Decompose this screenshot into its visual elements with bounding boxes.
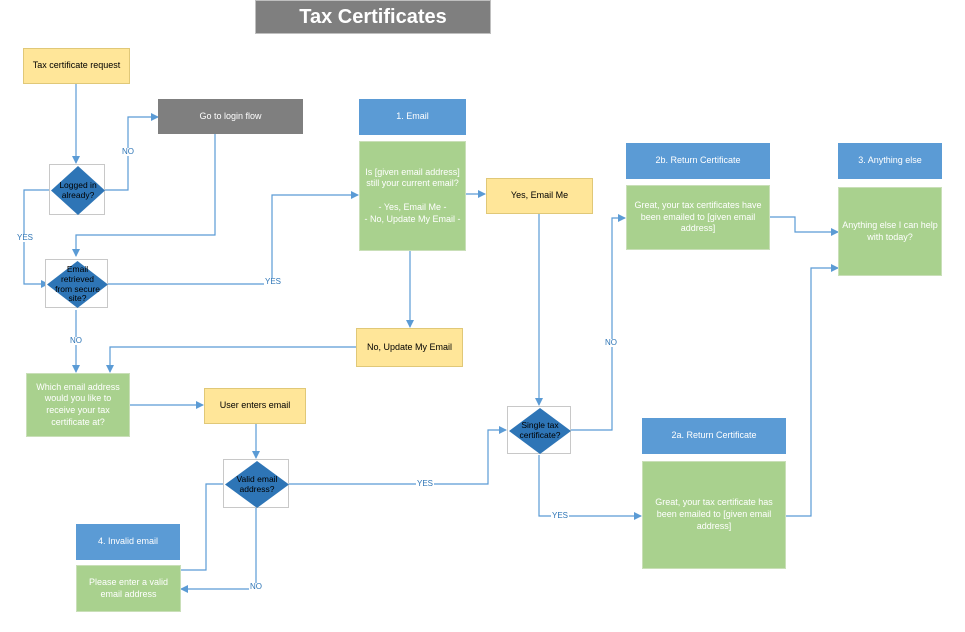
edge-label-single-no: NO [604,338,618,347]
edge-single-yes-to-2a [538,455,642,520]
node-tax-certificate-request: Tax certificate request [23,48,130,84]
node-which-email-address: Which email address would you like to re… [26,373,130,437]
edge-2b-to-anything [770,216,839,236]
node-user-enters-email: User enters email [204,388,306,424]
decision-single-tax-label: Single tax certificate? [519,420,561,440]
edge-label-logged-yes: YES [16,233,35,242]
node-invalid-email-message: Please enter a valid email address [76,565,181,612]
decision-email-retrieved: Email retrieved from secure site? [45,259,108,308]
decision-logged-in-label: Logged in already? [59,179,97,200]
node-email-message: Is [given email address] still your curr… [359,141,466,251]
node-invalid-email-header: 4. Invalid email [76,524,180,560]
edge-single-no-to-2b [571,214,626,431]
decision-email-retrieved-label: Email retrieved from secure site? [55,263,100,304]
node-return-2a-message: Great, your tax certificate has been ema… [642,461,786,569]
node-email-header: 1. Email [359,99,466,135]
edge-2a-to-anything [786,264,839,517]
node-return-2b-message: Great, your tax certificates have been e… [626,185,770,250]
decision-logged-in: Logged in already? [49,164,105,215]
node-return-2b-header: 2b. Return Certificate [626,143,770,179]
decision-valid-email-label: Valid email address? [236,473,278,494]
edge-valid-yes-to-single [284,426,507,485]
node-return-2a-header: 2a. Return Certificate [642,418,786,454]
edge-invalid-to-valid [181,480,231,571]
node-go-to-login-flow: Go to login flow [158,99,303,134]
node-no-update-my-email: No, Update My Email [356,328,463,367]
edge-label-single-yes: YES [551,511,570,520]
decision-valid-email: Valid email address? [223,459,289,508]
edge-label-valid-no: NO [249,582,263,591]
edge-login-to-retrieved [72,134,216,257]
edge-valid-no-to-invalid [180,508,257,593]
page-title: Tax Certificates [255,0,491,34]
edge-label-valid-yes: YES [416,479,435,488]
edge-label-retrieved-no: NO [69,336,83,345]
decision-single-tax-certificate: Single tax certificate? [507,406,571,454]
node-yes-email-me: Yes, Email Me [486,178,593,214]
edge-label-logged-no: NO [121,147,135,156]
edge-label-retrieved-yes: YES [264,277,283,286]
node-anything-else-header: 3. Anything else [838,143,942,179]
edge-retrieved-yes-to-email [104,191,359,285]
node-anything-else-message: Anything else I can help with today? [838,187,942,276]
edge-no-update-to-which [106,346,356,373]
